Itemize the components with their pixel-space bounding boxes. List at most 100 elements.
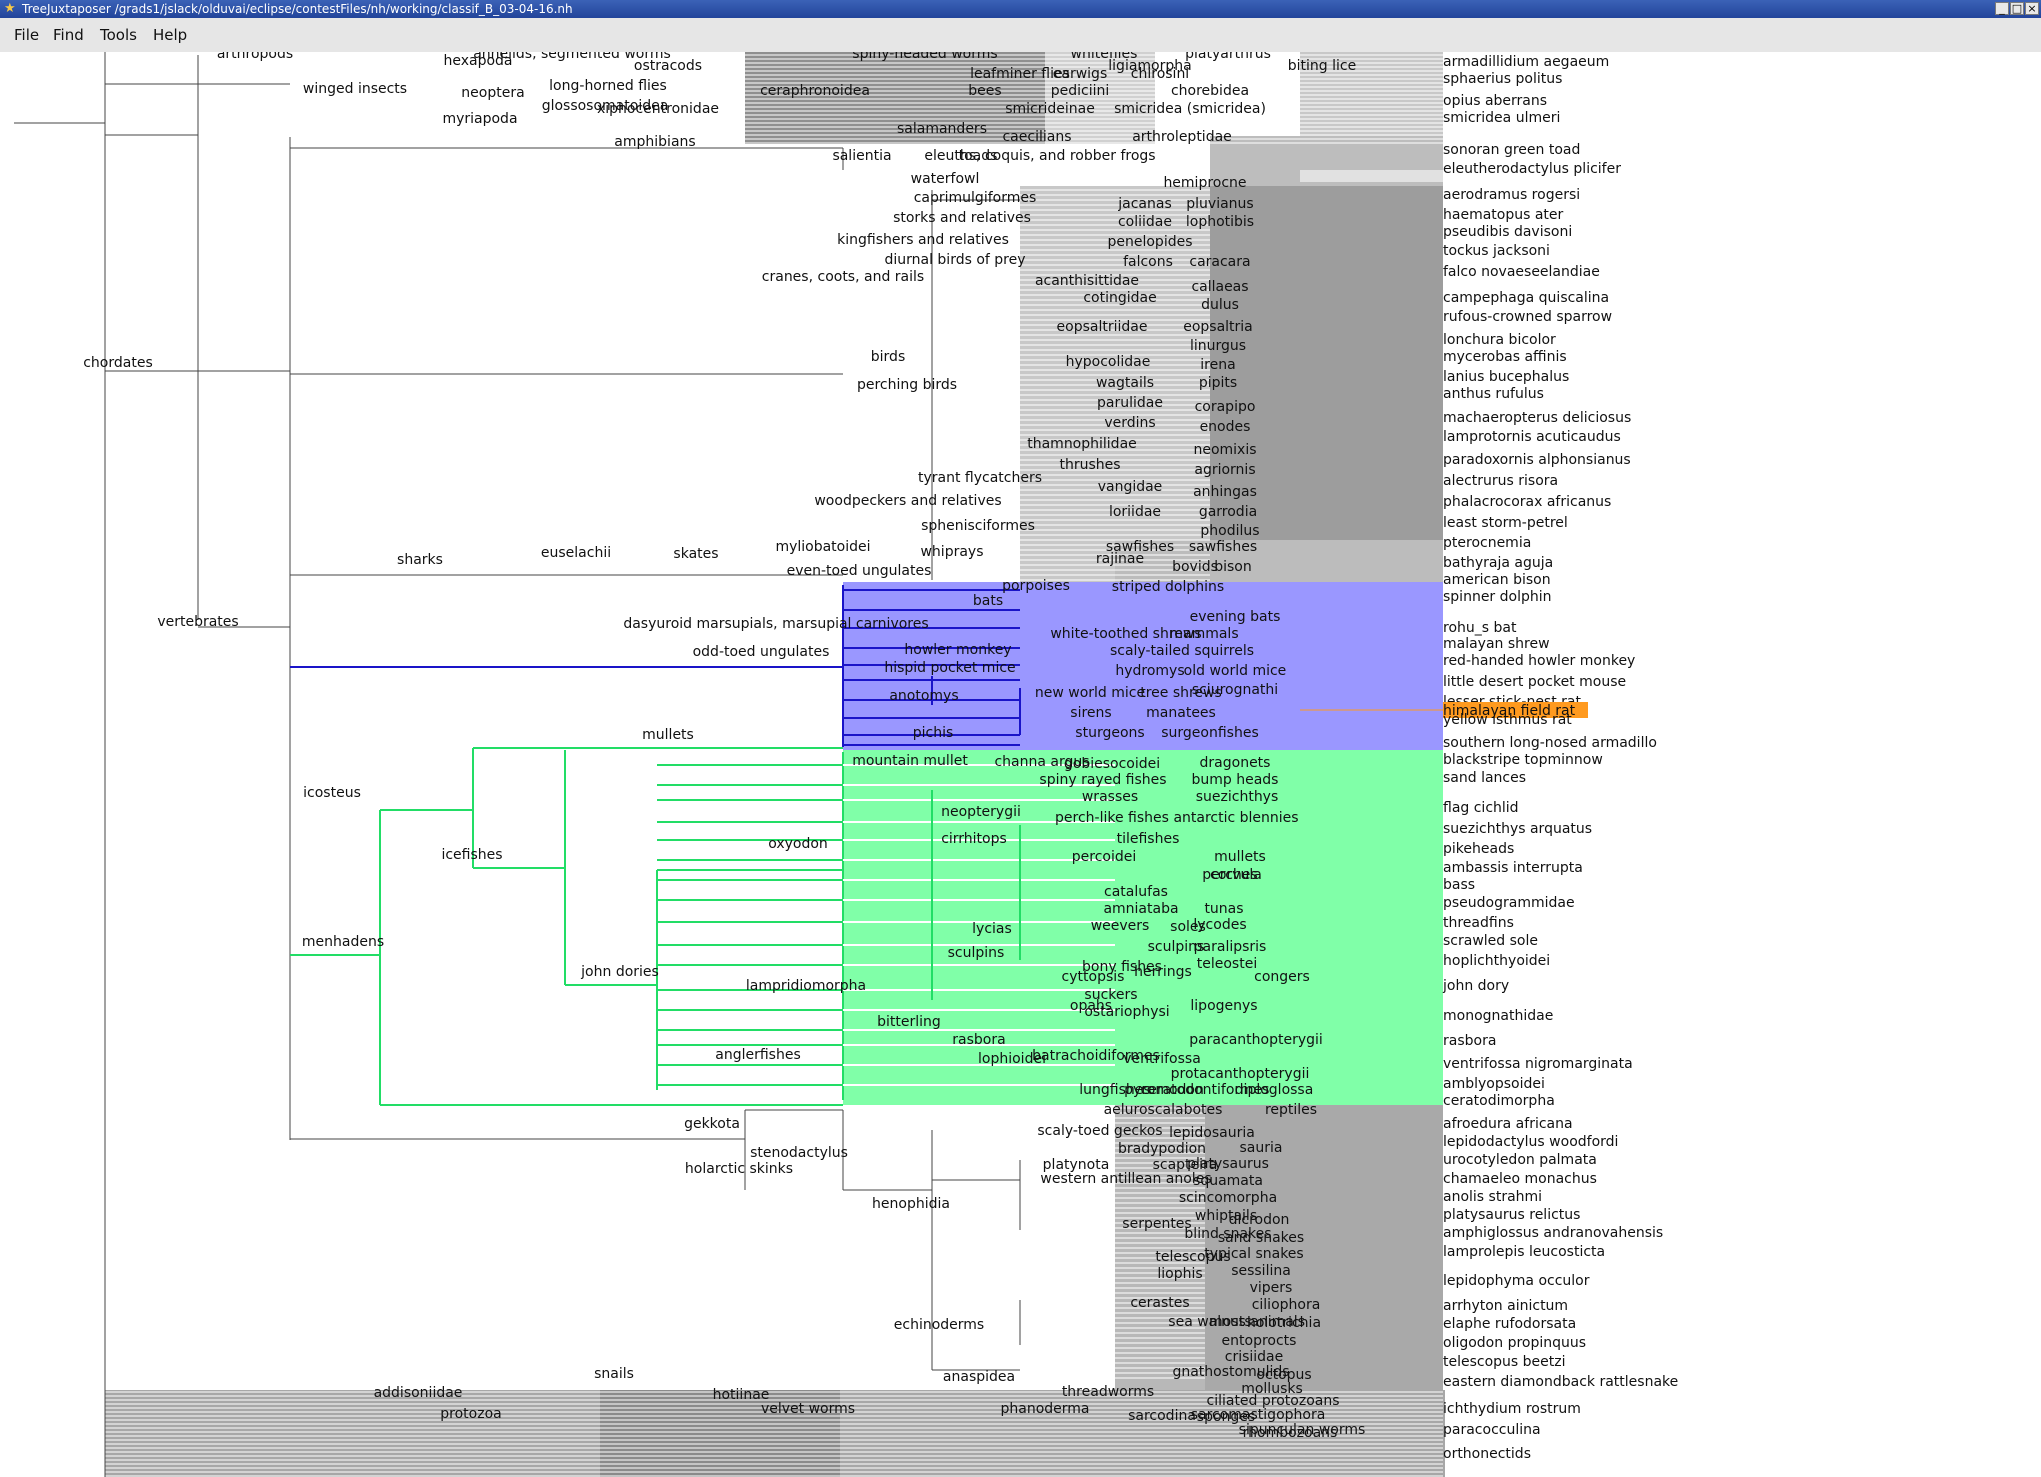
internal-node-label: ventrifossa — [1123, 1051, 1201, 1067]
internal-node-label: lycodes — [1193, 917, 1246, 933]
internal-node-label: salamanders — [897, 121, 987, 137]
internal-node-label: neoptera — [461, 85, 524, 101]
internal-node-label: sponges — [1197, 1409, 1255, 1425]
leaf-label: rufous-crowned sparrow — [1443, 309, 1612, 325]
internal-node-label: whiptails — [1195, 1208, 1257, 1224]
internal-node-label: liophis — [1157, 1266, 1202, 1282]
internal-node-label: bradypodion — [1118, 1141, 1206, 1157]
internal-node-label: perches — [1202, 867, 1257, 883]
internal-node-label: holarctic skinks — [685, 1161, 793, 1177]
leaf-label: phalacrocorax africanus — [1443, 494, 1611, 510]
internal-node-label: mammals — [1169, 626, 1238, 642]
internal-node-label: anotomys — [889, 688, 958, 704]
compressed-band — [1210, 186, 1443, 582]
internal-node-label: teleostei — [1197, 956, 1257, 972]
close-icon[interactable]: × — [2025, 2, 2039, 15]
menu-help[interactable]: Help — [153, 26, 188, 44]
internal-node-label: mollusks — [1241, 1381, 1303, 1397]
internal-node-label: anhingas — [1193, 484, 1257, 500]
menu-tools[interactable]: Tools — [100, 26, 137, 44]
internal-node-label: holotrichia — [1247, 1315, 1321, 1331]
internal-node-label: scaly-toed geckos — [1037, 1123, 1162, 1139]
maximize-icon[interactable]: □ — [2010, 2, 2024, 15]
internal-node-label: pipits — [1199, 375, 1237, 391]
internal-node-label: lampridiomorpha — [746, 978, 866, 994]
internal-node-label: glossosomatoidea — [542, 98, 669, 114]
internal-node-label: myliobatoidei — [775, 539, 870, 555]
internal-node-label: cerastes — [1130, 1295, 1189, 1311]
internal-node-label: corapipo — [1195, 399, 1256, 415]
internal-node-label: sarcodina — [1128, 1408, 1196, 1424]
internal-node-label: protozoa — [440, 1406, 501, 1422]
internal-node-label: protacanthopterygii — [1171, 1066, 1310, 1082]
internal-node-label: western antillean anoles — [1040, 1171, 1211, 1187]
internal-node-label: thamnophilidae — [1027, 436, 1137, 452]
window-titlebar: ★ TreeJuxtaposer /grads1/jslack/olduvai/… — [0, 0, 2041, 18]
internal-node-label: hydromys — [1115, 663, 1184, 679]
internal-node-label: ceraphronoidea — [760, 83, 870, 99]
internal-node-label: mountain mullet — [852, 753, 968, 769]
internal-node-label: whiteflies — [1071, 52, 1138, 62]
internal-node-label: opahs — [1070, 998, 1112, 1014]
leaf-label: urocotyledon palmata — [1443, 1152, 1597, 1168]
internal-node-label: octopus — [1256, 1367, 1311, 1383]
internal-node-label: lycias — [972, 921, 1012, 937]
internal-node-label: wrasses — [1082, 789, 1138, 805]
internal-node-label: falcons — [1123, 254, 1173, 270]
internal-node-label: corvula — [1210, 867, 1262, 883]
internal-node-label: hexapoda — [443, 53, 512, 69]
internal-node-label: ostracods — [634, 58, 702, 74]
internal-node-label: cotingidae — [1083, 290, 1156, 306]
internal-node-label: salientia — [832, 148, 891, 164]
leaf-label: scrawled sole — [1443, 933, 1538, 949]
internal-node-label: bovids — [1172, 559, 1218, 575]
menu-find[interactable]: Find — [53, 26, 84, 44]
leaf-label: least storm-petrel — [1443, 515, 1568, 531]
internal-node-label: snails — [594, 1366, 634, 1382]
internal-node-label: sturgeons — [1075, 725, 1144, 741]
internal-node-label: kingfishers and relatives — [837, 232, 1009, 248]
leaf-label: opius aberrans — [1443, 93, 1547, 109]
internal-node-label: leafminer flies — [970, 66, 1070, 82]
internal-node-label: henophidia — [872, 1196, 950, 1212]
internal-node-label: velvet worms — [761, 1401, 855, 1417]
leaf-label: ambassis interrupta — [1443, 860, 1583, 876]
internal-node-label: sawfishes — [1106, 539, 1174, 555]
internal-node-label: phodilus — [1200, 523, 1259, 539]
leaf-label: lamprolepis leucosticta — [1443, 1244, 1605, 1260]
internal-node-label: sirens — [1070, 705, 1111, 721]
internal-node-label: smicridea (smicridea) — [1114, 101, 1266, 117]
minimize-icon[interactable]: _ — [1995, 2, 2009, 15]
internal-node-label: coliidae — [1118, 214, 1172, 230]
internal-node-label: reptiles — [1265, 1102, 1317, 1118]
leaf-label: anthus rufulus — [1443, 386, 1544, 402]
leaf-label: elaphe rufodorsata — [1443, 1316, 1576, 1332]
leaf-label: lamprotornis acuticaudus — [1443, 429, 1621, 445]
leaf-label: pseudogrammidae — [1443, 895, 1575, 911]
menu-bar: File Find Tools Help — [0, 18, 2041, 53]
internal-node-label: rajinae — [1096, 551, 1144, 567]
internal-node-label: sipunculan worms — [1239, 1422, 1366, 1438]
internal-node-label: suckers — [1084, 987, 1137, 1003]
internal-node-label: spiny rayed fishes — [1039, 772, 1166, 788]
internal-node-label: sawfishes — [1189, 539, 1257, 555]
leaf-label: rohu_s bat — [1443, 620, 1517, 636]
internal-node-label: blind snakes — [1184, 1226, 1271, 1242]
internal-node-label: tunas — [1204, 901, 1243, 917]
internal-node-label: sphenisciformes — [921, 518, 1035, 534]
internal-node-label: irena — [1200, 357, 1235, 373]
internal-node-label: john dories — [580, 964, 659, 980]
internal-node-label: agriornis — [1194, 462, 1255, 478]
leaf-label: monognathidae — [1443, 1008, 1553, 1024]
internal-node-label: chorebidea — [1171, 83, 1249, 99]
internal-node-label: congers — [1254, 969, 1310, 985]
internal-node-label: sculpins — [1148, 939, 1205, 955]
leaf-label: aerodramus rogersi — [1443, 187, 1580, 203]
internal-node-label: hypocolidae — [1066, 354, 1151, 370]
internal-node-label: garrodia — [1199, 504, 1257, 520]
leaf-label: threadfins — [1443, 915, 1514, 931]
internal-node-label: ostariophysi — [1084, 1004, 1169, 1020]
menu-file[interactable]: File — [14, 26, 40, 44]
